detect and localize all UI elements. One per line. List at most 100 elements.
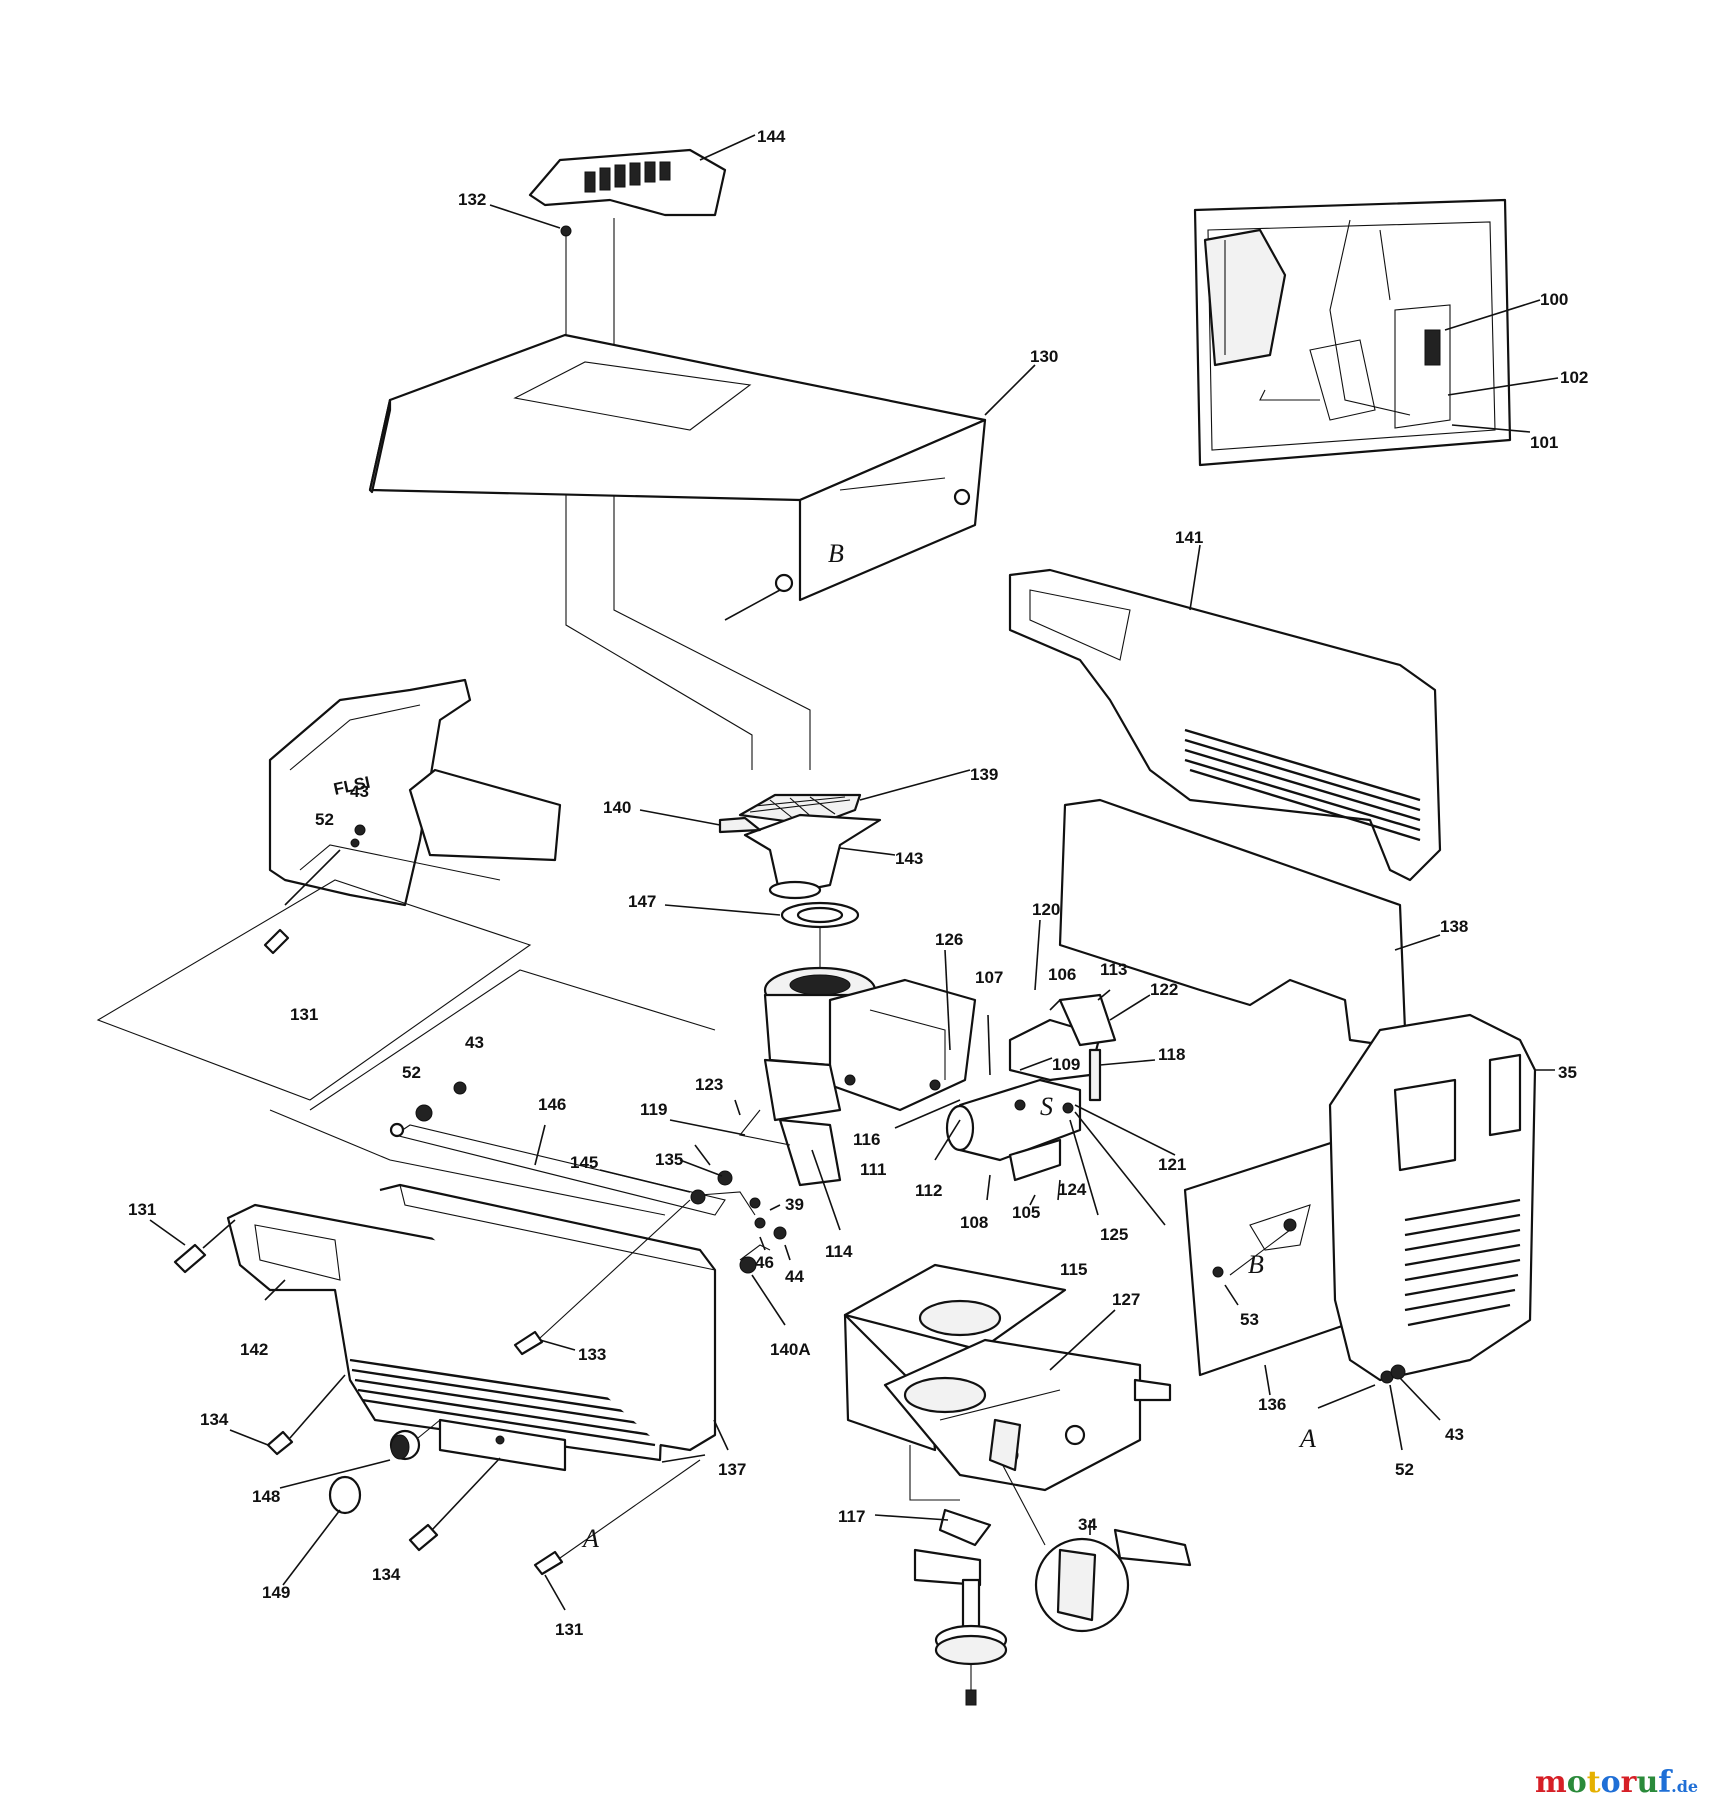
part-147-ring bbox=[780, 901, 860, 929]
label-112: 112 bbox=[915, 1181, 942, 1200]
label-108: 108 bbox=[960, 1213, 988, 1232]
label-111: 111 bbox=[860, 1160, 887, 1179]
screw-134b bbox=[408, 1523, 439, 1552]
label-117: 117 bbox=[838, 1507, 865, 1526]
label-140A: 140A bbox=[770, 1340, 811, 1359]
label-53: 53 bbox=[1240, 1310, 1259, 1329]
label-131b: 131 bbox=[128, 1200, 156, 1219]
label-123: 123 bbox=[695, 1075, 723, 1094]
label-102: 102 bbox=[1560, 368, 1588, 387]
label-120: 120 bbox=[1032, 900, 1060, 919]
label-115: 115 bbox=[1060, 1260, 1087, 1279]
label-138: 138 bbox=[1440, 917, 1468, 936]
part-144-grille-cap bbox=[528, 148, 727, 217]
callout-letter-B-right: B bbox=[1248, 1250, 1264, 1279]
part-141-side-panel-right bbox=[1008, 568, 1442, 882]
part-127-chassis-plate bbox=[843, 1263, 1172, 1501]
label-139: 139 bbox=[970, 765, 998, 784]
part-136-panel bbox=[1183, 1138, 1347, 1377]
screw-134a bbox=[266, 1430, 294, 1456]
label-43a: 43 bbox=[350, 782, 369, 801]
label-137: 137 bbox=[718, 1460, 746, 1479]
label-34: 34 bbox=[1078, 1515, 1097, 1534]
label-136: 136 bbox=[1258, 1395, 1286, 1414]
label-46: 46 bbox=[755, 1253, 774, 1272]
screw-131b bbox=[173, 1243, 207, 1274]
svg-text:motoruf.de: motoruf.de bbox=[1535, 1765, 1698, 1800]
part-engine bbox=[739, 966, 977, 1187]
callout-letter-A-right: A bbox=[1298, 1424, 1316, 1453]
label-127: 127 bbox=[1112, 1290, 1140, 1309]
label-44: 44 bbox=[785, 1267, 804, 1286]
label-126: 126 bbox=[935, 930, 963, 949]
label-147: 147 bbox=[628, 892, 656, 911]
label-132: 132 bbox=[458, 190, 486, 209]
screw-131c bbox=[533, 1550, 564, 1576]
label-116: 116 bbox=[853, 1130, 880, 1149]
part-muffler-group: S bbox=[945, 993, 1117, 1182]
label-130: 130 bbox=[1030, 347, 1058, 366]
screw-131a bbox=[263, 928, 290, 955]
label-118: 118 bbox=[1158, 1045, 1185, 1064]
watermark-motoruf: motoruf.de bbox=[1535, 1765, 1698, 1800]
label-101: 101 bbox=[1530, 433, 1558, 452]
logo-brand-main: motoruf bbox=[1535, 1765, 1673, 1800]
logo-letter: o bbox=[1601, 1765, 1621, 1800]
inset-detail-box bbox=[1193, 198, 1512, 467]
label-43b: 43 bbox=[465, 1033, 484, 1052]
part-wire-hardware bbox=[690, 1170, 787, 1274]
label-39: 39 bbox=[785, 1195, 804, 1214]
label-142: 142 bbox=[240, 1340, 268, 1359]
label-140: 140 bbox=[603, 798, 631, 817]
label-113: 113 bbox=[1100, 960, 1127, 979]
label-149: 149 bbox=[262, 1583, 290, 1602]
label-52a: 52 bbox=[315, 810, 334, 829]
logo-letter: t bbox=[1587, 1765, 1601, 1800]
logo-letter: o bbox=[1567, 1765, 1587, 1800]
label-122: 122 bbox=[1150, 980, 1178, 999]
logo-letter: u bbox=[1636, 1765, 1658, 1800]
label-144: 144 bbox=[757, 127, 786, 146]
label-105: 105 bbox=[1012, 1203, 1040, 1222]
label-141: 141 bbox=[1175, 528, 1203, 547]
label-131c: 131 bbox=[555, 1620, 583, 1639]
logo-letter: m bbox=[1535, 1765, 1567, 1800]
logo-brand-suffix: .de bbox=[1671, 1777, 1698, 1796]
part-35-front-nose bbox=[1328, 1013, 1537, 1384]
label-148: 148 bbox=[252, 1487, 280, 1506]
label-134b: 134 bbox=[372, 1565, 401, 1584]
screw-132 bbox=[560, 225, 572, 237]
part-138-panel bbox=[1058, 798, 1407, 1047]
label-143: 143 bbox=[895, 849, 923, 868]
label-135: 135 bbox=[655, 1150, 683, 1169]
part-130-hood bbox=[368, 333, 987, 602]
label-106: 106 bbox=[1048, 965, 1076, 984]
label-119: 119 bbox=[640, 1100, 667, 1119]
callout-labels: 144 132 130 100 102 101 141 139 140 143 … bbox=[128, 127, 1588, 1639]
label-52c: 52 bbox=[1395, 1460, 1414, 1479]
part-148-knob bbox=[389, 1429, 421, 1461]
part-146-rod bbox=[389, 1122, 726, 1216]
label-43c: 43 bbox=[1445, 1425, 1464, 1444]
label-125: 125 bbox=[1100, 1225, 1128, 1244]
part-143-vent-funnel bbox=[743, 813, 882, 900]
label-107: 107 bbox=[975, 968, 1003, 987]
part-34-detail-circle bbox=[988, 1418, 1192, 1633]
screw-133 bbox=[513, 1330, 544, 1356]
label-145: 145 bbox=[570, 1153, 598, 1172]
label-35: 35 bbox=[1558, 1063, 1577, 1082]
label-131a: 131 bbox=[290, 1005, 318, 1024]
label-52b: 52 bbox=[402, 1063, 421, 1082]
label-121: 121 bbox=[1158, 1155, 1186, 1174]
label-100: 100 bbox=[1540, 290, 1568, 309]
part-137-panel bbox=[379, 1183, 717, 1452]
logo-letter: r bbox=[1621, 1765, 1638, 1800]
callout-letter-A-bottom: A bbox=[581, 1524, 599, 1553]
label-133: 133 bbox=[578, 1345, 606, 1364]
label-134a: 134 bbox=[200, 1410, 229, 1429]
part-seat-support: FLSI bbox=[268, 678, 562, 907]
part-117-spindle bbox=[913, 1508, 1008, 1706]
part-149-cap bbox=[328, 1475, 362, 1515]
label-146: 146 bbox=[538, 1095, 566, 1114]
